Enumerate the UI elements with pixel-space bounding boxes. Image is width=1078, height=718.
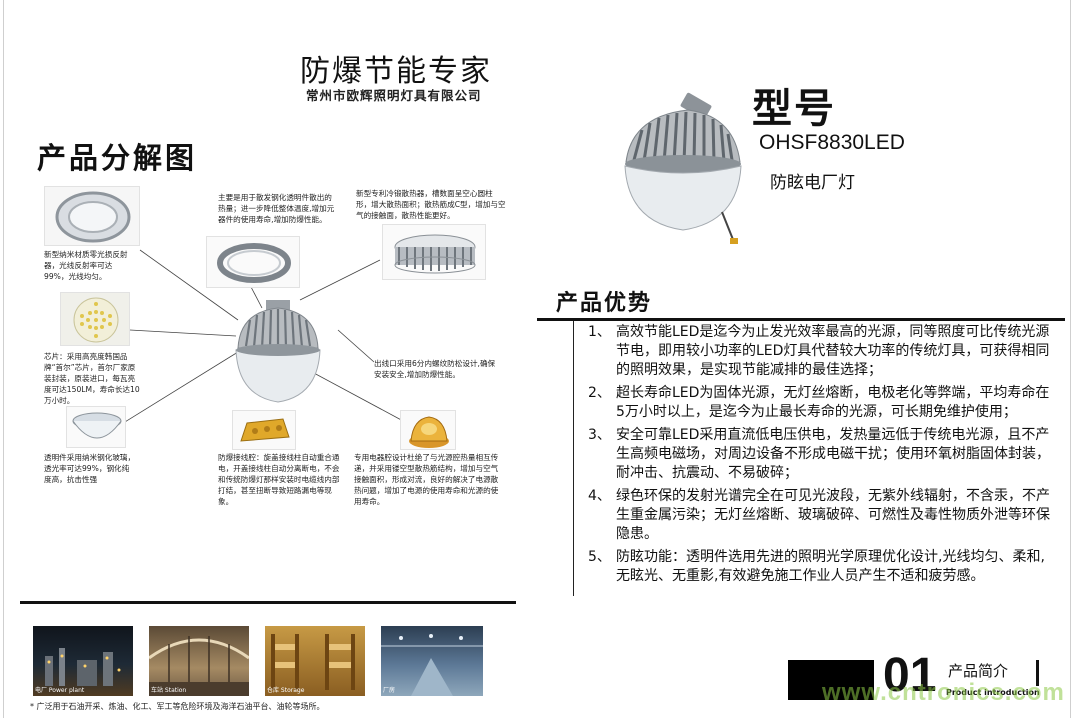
reflector-image — [44, 186, 140, 246]
glass-description: 透明件采用纳米钢化玻璃，透光率可达99%，钢化纯度高，抗击性强 — [44, 453, 136, 484]
heatsink-image — [382, 224, 486, 280]
photo-caption: 仓库 Storage — [267, 687, 305, 694]
advantages-vertical-rule — [573, 321, 574, 596]
photo-power-plant: 电厂 Power plant — [33, 626, 133, 696]
photo-storage: 仓库 Storage — [265, 626, 365, 696]
seal-ring-image — [206, 236, 300, 288]
product-lamp-image — [612, 92, 752, 252]
advantage-item: 3、安全可靠LED采用直流低电压供电，发热量远低于传统电光源，且不产生高频电磁场… — [588, 427, 1050, 481]
page-border-left — [3, 0, 4, 718]
brand-slogan: 防爆节能专家 — [300, 54, 492, 89]
advantages-list: 1、高效节能LED是迄今为止发光效率最高的光源，同等照度可比传统光源节电，即用较… — [588, 323, 1058, 590]
section-name-en: Product introduction — [946, 688, 1040, 697]
driver-chamber-image — [400, 410, 456, 450]
footer-black-block — [788, 660, 874, 700]
photo-station: 车站 Station — [149, 626, 249, 696]
company-name: 常州市欧辉照明灯具有限公司 — [306, 88, 482, 103]
center-lamp-image — [222, 298, 334, 406]
terminal-image — [232, 410, 296, 450]
outlet-description: 出线口采用6分内螺纹防松设计,确保安装安全,增加防爆性能。 — [374, 359, 496, 379]
photo-factory: 厂房 — [381, 626, 483, 696]
advantage-item: 5、防眩功能：透明件选用先进的照明光学原理优化设计,光线均匀、柔和,无眩光、无重… — [588, 549, 1045, 584]
application-note: * 广泛用于石油开采、炼油、化工、军工等危险环境及海洋石油平台、油轮等场所。 — [30, 702, 325, 711]
section-name: 产品简介 — [948, 662, 1009, 680]
bottom-rule — [20, 601, 516, 604]
exploded-view-title: 产品分解图 — [37, 141, 198, 175]
reflector-description: 新型纳米材质零光损反射器，光线反射率可达99%，光线均匀。 — [44, 250, 128, 281]
advantage-item: 2、超长寿命LED为固体光源，无灯丝熔断，电极老化等弊端，平均寿命在5万小时以上… — [588, 385, 1050, 420]
led-chip-image — [60, 292, 130, 346]
page-border-right — [1070, 0, 1071, 718]
terminal-description: 防爆接线腔：旋盖接线柱自动重合通电，开盖接线柱自动分离断电，不会和传统防爆灯那样… — [218, 453, 340, 506]
advantages-rule — [537, 318, 1065, 321]
model-code: OHSF8830LED — [759, 131, 905, 154]
photo-caption: 电厂 Power plant — [35, 687, 85, 694]
seal-description: 主要是用于散发钢化透明件散出的热量；进一步降低整体温度,增加元器件的使用寿命,增… — [218, 193, 335, 224]
led-chip-description: 芯片：采用高亮度韩国品牌“首尔”芯片，首尔厂家原装封装，原装进口，每瓦亮度可达1… — [44, 352, 140, 405]
photo-caption: 厂房 — [383, 687, 396, 694]
heatsink-description: 新型专利冷锻散热器，槽数面呈空心圆柱形，增大散热面积；散热筋成C型，增加与空气的… — [356, 189, 506, 220]
section-bar — [1036, 660, 1039, 686]
model-label: 型号 — [752, 86, 836, 132]
page-number: 01 — [883, 649, 937, 702]
model-name: 防眩电厂灯 — [770, 173, 855, 193]
advantage-item: 1、高效节能LED是迄今为止发光效率最高的光源，同等照度可比传统光源节电，即用较… — [588, 324, 1050, 378]
watermark: www.cntronics.com — [822, 679, 1065, 706]
advantage-item: 4、绿色环保的发射光谱完全在可见光波段，无紫外线辐射，不含汞，不产生重金属污染；… — [588, 488, 1050, 542]
photo-caption: 车站 Station — [151, 687, 187, 694]
advantages-title: 产品优势 — [556, 291, 653, 316]
glass-dome-image — [66, 406, 126, 448]
driver-description: 专用电器腔设计杜绝了与光源腔热量相互传递，并采用镂空型散热筋结构，增加与空气接触… — [354, 453, 499, 506]
